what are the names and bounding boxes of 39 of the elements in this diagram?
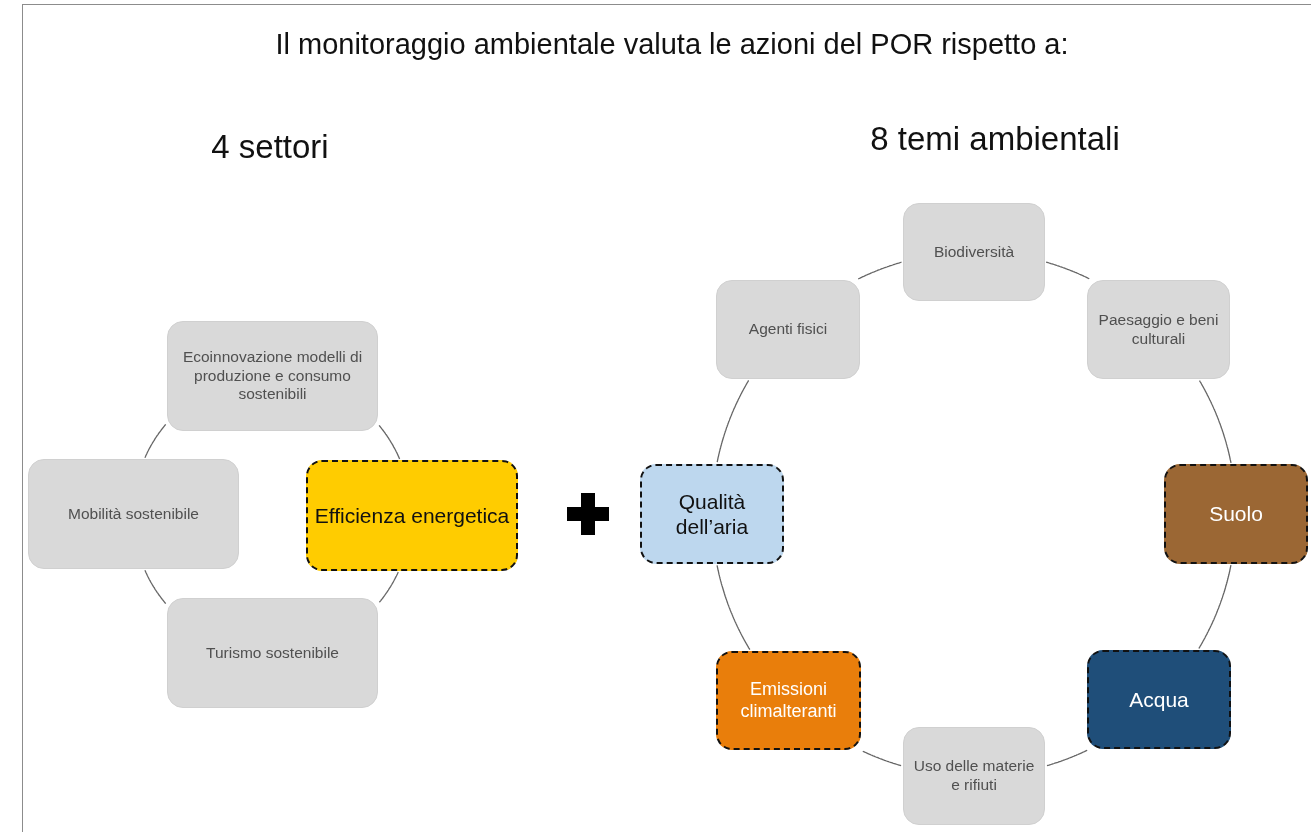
sector-box — [167, 598, 378, 708]
theme-box — [716, 651, 861, 750]
box-label: Turismo sostenibile — [206, 643, 339, 663]
box-label: Paesaggio e beni culturali — [1097, 310, 1220, 349]
cycle-arc — [716, 564, 751, 651]
box-label: Biodiversità — [933, 242, 1015, 262]
box-label: Mobilità sostenibile — [68, 504, 199, 524]
box-label: Acqua — [1129, 686, 1189, 713]
cycle-arc — [144, 423, 167, 459]
theme-box — [903, 203, 1045, 301]
theme-box — [1087, 280, 1230, 379]
cycle-arc — [378, 424, 401, 460]
box-label: Agenti fisici — [748, 320, 828, 339]
box-label: Efficienza energetica — [314, 502, 510, 529]
theme-box — [640, 464, 784, 564]
sector-box — [306, 460, 518, 571]
theme-box — [1164, 464, 1308, 564]
cycle-arc — [862, 750, 902, 767]
cycle-arc — [144, 569, 167, 605]
cycle-arc — [857, 261, 903, 280]
cycle-arc — [378, 571, 399, 603]
cycle-arc — [1198, 564, 1232, 650]
section-heading: 4 settori — [210, 128, 330, 166]
cycle-arc — [1198, 379, 1232, 464]
sector-box — [28, 459, 239, 569]
sector-box — [167, 321, 378, 431]
cycle-arc — [716, 379, 750, 463]
cycle-arc — [1045, 261, 1090, 280]
theme-box — [1087, 650, 1231, 749]
title: Il monitoraggio ambientale valuta le azioni del POR rispetto a: — [274, 28, 1070, 61]
box-label: Emissioni climalteranti — [739, 678, 838, 723]
box-label: Qualità dell’aria — [674, 488, 750, 540]
box-label: Suolo — [1209, 501, 1263, 527]
box-label: Uso delle materie e rifiuti — [912, 757, 1036, 795]
cycle-arc — [1046, 749, 1088, 767]
theme-box — [716, 280, 860, 379]
section-heading: 8 temi ambientali — [869, 120, 1121, 158]
box-label: Ecoinnovazione modelli di produzione e consumo sostenibili — [181, 348, 364, 404]
theme-box — [903, 727, 1045, 825]
